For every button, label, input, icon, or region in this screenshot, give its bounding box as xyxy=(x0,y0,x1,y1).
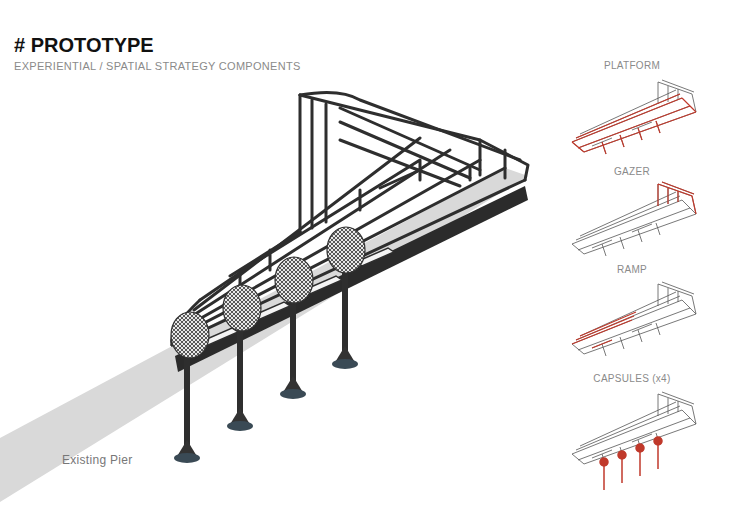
existing-pier xyxy=(0,168,528,502)
platform-frame xyxy=(172,92,528,345)
capsules xyxy=(171,227,365,463)
component-label: PLATFORM xyxy=(604,60,660,71)
gazer-thumbnail xyxy=(572,182,696,256)
capsules-thumbnail xyxy=(572,392,696,490)
component-label: GAZER xyxy=(614,166,650,177)
platform-thumbnail xyxy=(572,80,696,154)
ramp-thumbnail xyxy=(572,282,696,356)
subtitle: EXPERIENTIAL / SPATIAL STRATEGY COMPONEN… xyxy=(14,60,301,72)
component-label: CAPSULES (x4) xyxy=(593,373,670,384)
component-label: RAMP xyxy=(617,264,647,275)
pier-label: Existing Pier xyxy=(62,453,133,467)
diagram-title: # PROTOTYPE xyxy=(14,34,154,57)
capsule-arms xyxy=(200,248,394,346)
